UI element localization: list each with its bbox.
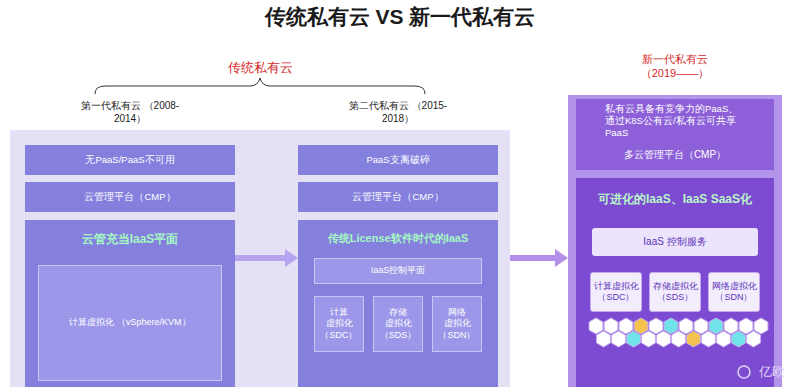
title: 传统私有云 VS 新一代私有云 <box>0 4 800 30</box>
watermark-logo <box>738 366 750 378</box>
hex-cell <box>589 318 603 334</box>
hex-cell <box>747 331 761 347</box>
hex-cell <box>612 331 626 347</box>
hex-cell <box>717 331 731 347</box>
virtualization-box: 计算虚拟化 （vSphere/KVM） <box>38 265 222 381</box>
box-label: 存储虚拟化 （SDS） <box>652 281 698 304</box>
iaas-box: 云管充当IaaS平面计算虚拟化 （vSphere/KVM） <box>25 220 235 387</box>
flow-arrow <box>235 249 298 267</box>
hex-cell <box>679 318 693 334</box>
hex-cell <box>619 318 633 334</box>
hex-cell <box>754 318 768 334</box>
generation-label: 第二代私有云 （2015-2018） <box>348 100 448 125</box>
box-label: 云管充当IaaS平面 <box>25 232 235 247</box>
hex-cell <box>634 318 648 334</box>
virtualization-box: 存储 虚拟化 （SDS） <box>373 296 423 352</box>
hex-cell <box>664 318 678 334</box>
box-label: IaaS 控制服务 <box>643 236 706 249</box>
hex-cell <box>649 318 663 334</box>
control-box: IaaS控制平面 <box>314 258 482 284</box>
hex-row <box>597 331 761 347</box>
arrow-shaft <box>235 255 285 261</box>
layer-box: PaaS支离破碎 <box>298 145 498 175</box>
hex-cell <box>694 318 708 334</box>
arrow-head <box>555 249 568 267</box>
flow-arrow <box>510 249 568 267</box>
hex-cell <box>687 331 701 347</box>
box-label: 网络 虚拟化 （SDN） <box>435 307 479 341</box>
brace <box>95 78 425 94</box>
virtualization-box: 计算 虚拟化 （SDC） <box>314 296 364 352</box>
arrow-shaft <box>510 255 555 261</box>
layer-box: 多云管理平台（CMP） <box>576 140 774 170</box>
hex-cell <box>604 318 618 334</box>
box-label: 计算虚拟化 （vSphere/KVM） <box>69 317 190 328</box>
hex-cell <box>732 331 746 347</box>
layer-box: 云管理平台（CMP） <box>25 182 235 212</box>
iaas-box: 可进化的IaaS、IaaS SaaS化 IaaS 控制服务计算虚拟化 （SDC） 存… <box>576 178 774 387</box>
arrow-head <box>285 249 298 267</box>
box-label: 存储 虚拟化 （SDS） <box>376 307 420 341</box>
box-label: IaaS控制平面 <box>371 265 426 276</box>
iaas-box: 传统License软件时代的IaaS IaaS控制平面计算 虚拟化 （SDC） 存储… <box>298 220 498 387</box>
layer-box: 云管理平台（CMP） <box>298 182 498 212</box>
box-label: 可进化的IaaS、IaaS SaaS化 <box>576 192 774 207</box>
control-box: IaaS 控制服务 <box>592 228 758 256</box>
virtualization-box: 存储虚拟化 （SDS） <box>649 272 701 312</box>
box-label: 网络虚拟化 （SDN） <box>711 281 757 304</box>
box-label: 云管理平台（CMP） <box>352 191 443 203</box>
panel: 新一代私有云 （2019——）私有云具备有竞争力的PaaS、 通过K8S公有云/… <box>568 95 782 387</box>
box-label: 多云管理平台（CMP） <box>624 149 726 162</box>
virtualization-box: 网络 虚拟化 （SDN） <box>432 296 482 352</box>
virtualization-box: 计算虚拟化 （SDC） <box>590 272 642 312</box>
hex-row <box>589 318 768 334</box>
hex-cell <box>739 318 753 334</box>
hex-cell <box>702 331 716 347</box>
watermark: 亿欧 <box>752 364 792 380</box>
hex-cell <box>724 318 738 334</box>
panel: 传统私有云无PaaS/PaaS不可用云管理平台（CMP）云管充当IaaS平面计算… <box>10 130 510 387</box>
box-label: 计算 虚拟化 （SDC） <box>317 307 361 341</box>
generation-label: 第一代私有云 （2008-2014） <box>80 100 180 125</box>
box-label: 云管理平台（CMP） <box>84 191 175 203</box>
hex-cell <box>709 318 723 334</box>
hex-cell <box>627 331 641 347</box>
hex-cell <box>657 331 671 347</box>
box-label: 无PaaS/PaaS不可用 <box>85 154 174 166</box>
group-heading: 新一代私有云 （2019——） <box>625 53 725 81</box>
hex-cell <box>672 331 686 347</box>
group-heading: 传统私有云 <box>10 60 510 76</box>
box-label: PaaS支离破碎 <box>366 154 429 166</box>
box-label: 私有云具备有竞争力的PaaS、 通过K8S公有云/私有云可共享PaaS <box>605 103 745 139</box>
layer-box: 无PaaS/PaaS不可用 <box>25 145 235 175</box>
virtualization-box: 网络虚拟化 （SDN） <box>708 272 760 312</box>
layer-box: 私有云具备有竞争力的PaaS、 通过K8S公有云/私有云可共享PaaS <box>576 99 774 143</box>
box-label: 计算虚拟化 （SDC） <box>593 281 639 304</box>
box-label: 传统License软件时代的IaaS <box>298 232 498 246</box>
hex-cell <box>597 331 611 347</box>
hex-cell <box>642 331 656 347</box>
